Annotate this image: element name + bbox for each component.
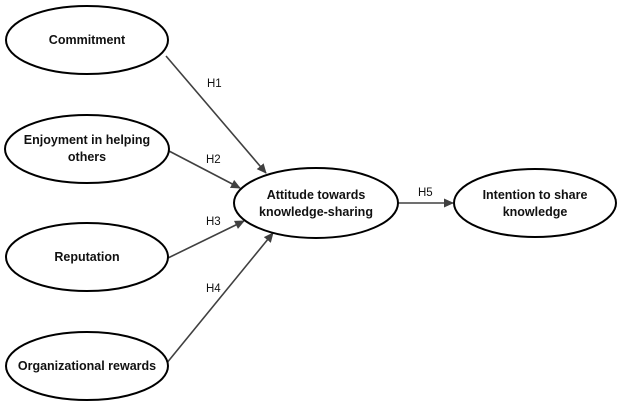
node-commitment-shape bbox=[5, 5, 169, 75]
edge-h3-label: H3 bbox=[206, 216, 221, 228]
edge-h1-label: H1 bbox=[207, 78, 222, 90]
node-reputation-shape bbox=[5, 222, 169, 292]
node-enjoyment-label-line-1: Enjoyment in helping bbox=[24, 133, 150, 147]
node-intention-shape bbox=[453, 168, 617, 238]
node-organizational-rewards: Organizational rewards bbox=[5, 331, 169, 401]
edge-h4-label: H4 bbox=[206, 283, 221, 295]
edge-h5-label: H5 bbox=[418, 187, 433, 199]
node-enjoyment-shape bbox=[4, 114, 170, 184]
node-commitment-label: Commitment bbox=[49, 33, 126, 47]
edge-h2-arrow bbox=[168, 150, 241, 189]
node-commitment: Commitment bbox=[5, 5, 169, 75]
node-intention-label-line-1: Intention to share bbox=[483, 188, 588, 202]
edges: H1 H2 H3 H4 H5 bbox=[165, 55, 454, 365]
node-enjoyment: Enjoyment in helping others bbox=[4, 114, 170, 184]
node-intention: Intention to share knowledge bbox=[453, 168, 617, 238]
node-attitude-label-line-1: Attitude towards bbox=[267, 188, 366, 202]
node-reputation: Reputation bbox=[5, 222, 169, 292]
edge-h3-arrow bbox=[167, 220, 245, 259]
node-intention-label-line-2: knowledge bbox=[503, 205, 568, 219]
node-reputation-label: Reputation bbox=[54, 250, 119, 264]
node-attitude: Attitude towards knowledge-sharing bbox=[233, 167, 399, 239]
node-organizational-rewards-shape bbox=[5, 331, 169, 401]
edge-h2-label: H2 bbox=[206, 154, 221, 166]
node-enjoyment-label-line-2: others bbox=[68, 150, 106, 164]
node-attitude-label-line-2: knowledge-sharing bbox=[259, 205, 373, 219]
edge-h1-arrow bbox=[165, 55, 267, 174]
edge-h4-arrow bbox=[165, 232, 274, 365]
node-attitude-shape bbox=[233, 167, 399, 239]
node-organizational-rewards-label: Organizational rewards bbox=[18, 359, 156, 373]
